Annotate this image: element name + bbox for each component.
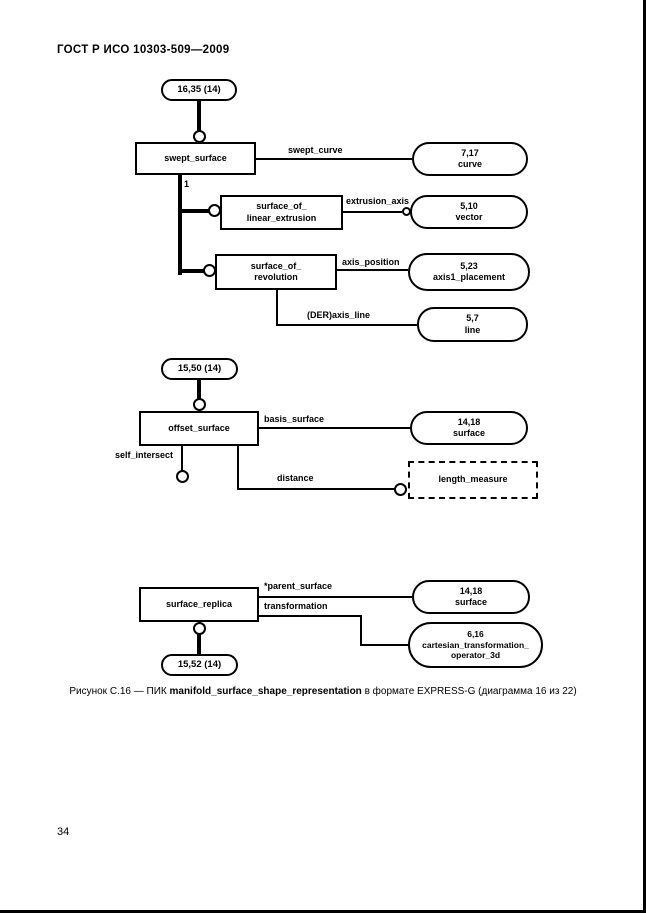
interpage-ref-axis1-placement-name: axis1_placement bbox=[432, 272, 506, 282]
interpage-ref-vector: 5,10 vector bbox=[410, 195, 528, 229]
type-ref-length-measure: length_measure bbox=[408, 461, 538, 499]
page-ref-offset: 15,50 (14) bbox=[161, 358, 238, 380]
attr-circle-distance bbox=[394, 483, 407, 496]
attr-line-basis-surface bbox=[259, 427, 410, 429]
entity-surface-of-linear-extrusion-line2: linear_extrusion bbox=[246, 212, 317, 223]
interpage-ref-surface-basis: 14,18 surface bbox=[410, 411, 528, 445]
entity-surface-replica: surface_replica bbox=[139, 587, 259, 622]
attr-label-der-axis-line: (DER)axis_line bbox=[307, 310, 371, 320]
entity-surface-of-linear-extrusion: surface_of_ linear_extrusion bbox=[220, 195, 343, 230]
interpage-ref-cartesian-name-line1: cartesian_transformation_ bbox=[422, 639, 529, 650]
attr-line-distance-vertical bbox=[237, 446, 239, 490]
attr-line-parent-surface bbox=[259, 596, 412, 598]
attr-line-der-axis-horizontal bbox=[276, 324, 417, 326]
attr-line-self-intersect bbox=[181, 446, 183, 472]
figure-caption-prefix: Рисунок С.16 — ПИК bbox=[69, 686, 170, 697]
interpage-ref-axis1-placement-page: 5,23 bbox=[460, 260, 478, 271]
document-header: ГОСТ Р ИСО 10303-509—2009 bbox=[57, 44, 230, 56]
attr-line-axis-position bbox=[337, 269, 408, 271]
attr-line-distance-horizontal bbox=[237, 488, 395, 490]
attr-line-transformation-h2 bbox=[360, 644, 408, 646]
entity-swept-surface: swept_surface bbox=[135, 142, 256, 175]
supertype-line-offset bbox=[197, 380, 201, 400]
interpage-ref-cartesian-name-line2: operator_3d bbox=[450, 650, 501, 661]
interpage-ref-surface-basis-page: 14,18 bbox=[457, 416, 481, 427]
attr-label-axis-position: axis_position bbox=[342, 257, 400, 267]
supertype-line-replica bbox=[197, 634, 201, 656]
interpage-ref-vector-name: vector bbox=[455, 212, 483, 222]
page-edge-right bbox=[643, 0, 646, 913]
attr-line-swept-curve bbox=[256, 158, 412, 160]
entity-surface-of-revolution-line1: surface_of_ bbox=[250, 260, 302, 271]
attr-label-basis-surface: basis_surface bbox=[264, 414, 325, 424]
attr-line-extrusion-axis bbox=[343, 211, 402, 213]
page-edge-bottom bbox=[0, 910, 646, 913]
attr-label-swept-curve: swept_curve bbox=[288, 145, 343, 155]
interpage-ref-line-name: line bbox=[464, 324, 481, 335]
attr-line-transformation-h1 bbox=[259, 615, 362, 617]
page-number: 34 bbox=[57, 826, 70, 838]
attr-line-transformation-vertical bbox=[360, 615, 362, 646]
subtype-branch-revolution bbox=[178, 269, 205, 273]
attr-label-extrusion-axis: extrusion_axis bbox=[346, 196, 410, 206]
subtype-circle-offset bbox=[193, 398, 206, 411]
interpage-ref-surface-parent-page: 14,18 bbox=[459, 585, 483, 596]
attr-label-self-intersect: self_intersect bbox=[115, 450, 174, 460]
subtype-trunk-line bbox=[178, 175, 182, 275]
interpage-ref-line: 5,7 line bbox=[417, 307, 528, 342]
subtype-branch-linear-extrusion bbox=[178, 209, 210, 213]
attr-line-der-axis-vertical bbox=[276, 290, 278, 326]
interpage-ref-surface-parent-name: surface bbox=[454, 597, 488, 607]
attr-circle-self-intersect bbox=[176, 470, 189, 483]
attr-label-parent-surface: *parent_surface bbox=[264, 581, 333, 591]
interpage-ref-vector-page: 5,10 bbox=[460, 200, 478, 211]
interpage-ref-surface-parent: 14,18 surface bbox=[412, 580, 530, 614]
supertype-line-swept bbox=[197, 100, 201, 132]
entity-offset-surface: offset_surface bbox=[139, 411, 259, 446]
page-ref-offset-label: 15,50 (14) bbox=[177, 363, 222, 375]
interpage-ref-line-page: 5,7 bbox=[466, 313, 479, 324]
entity-surface-of-linear-extrusion-line1: surface_of_ bbox=[256, 201, 307, 212]
figure-caption-entity: manifold_surface_shape_representation bbox=[169, 686, 362, 697]
attr-label-distance: distance bbox=[277, 473, 314, 483]
interpage-ref-cartesian-transformation-operator-3d: 6,16 cartesian_transformation_ operator_… bbox=[408, 622, 543, 668]
attr-label-transformation: transformation bbox=[264, 601, 328, 611]
figure-caption-suffix: в формате EXPRESS-G (диаграмма 16 из 22) bbox=[361, 686, 577, 697]
entity-surface-of-revolution: surface_of_ revolution bbox=[215, 254, 337, 290]
interpage-ref-cartesian-page: 6,16 bbox=[467, 629, 484, 640]
interpage-ref-curve-name: curve bbox=[457, 159, 483, 169]
interpage-ref-surface-basis-name: surface bbox=[452, 428, 486, 438]
interpage-ref-curve: 7,17 curve bbox=[412, 142, 528, 176]
entity-surface-of-revolution-line2: revolution bbox=[254, 272, 298, 282]
interpage-ref-curve-page: 7,17 bbox=[461, 147, 479, 158]
page-ref-top: 16,35 (14) bbox=[161, 79, 237, 101]
page-ref-replica-label: 15,52 (14) bbox=[177, 659, 222, 671]
figure-caption: Рисунок С.16 — ПИК manifold_surface_shap… bbox=[0, 686, 646, 697]
page-ref-replica: 15,52 (14) bbox=[161, 654, 238, 676]
page-ref-top-label: 16,35 (14) bbox=[177, 84, 221, 96]
interpage-ref-axis1-placement: 5,23 axis1_placement bbox=[408, 253, 530, 291]
cardinality-label-one: 1 bbox=[184, 179, 190, 189]
